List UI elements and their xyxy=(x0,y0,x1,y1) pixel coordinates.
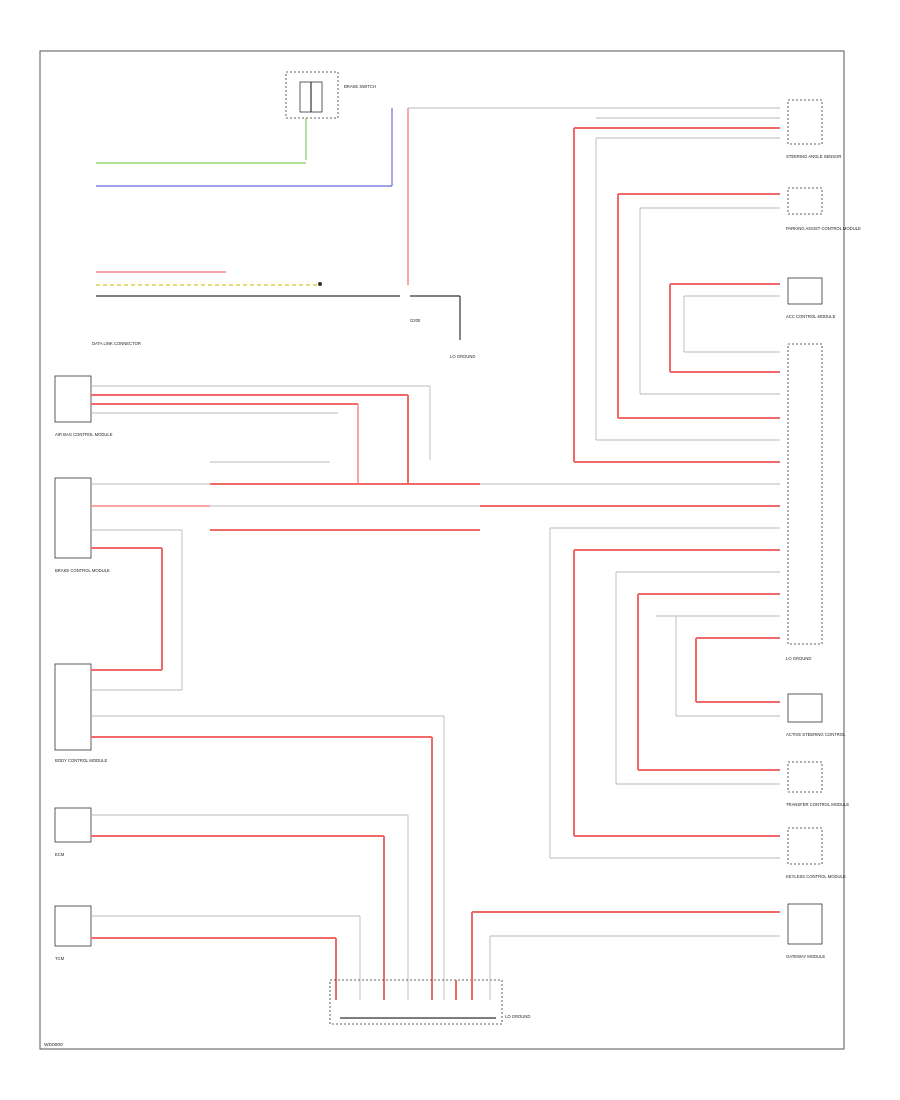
right-component-6-label: KEYLESS CONTROL MODULE xyxy=(786,874,846,879)
right-component-5 xyxy=(787,761,823,793)
right-component-4-label: ACTIVE STEERING CONTROL xyxy=(786,732,846,737)
left-component-3 xyxy=(54,663,92,751)
footer-code: WD0000 xyxy=(44,1042,63,1048)
right-component-7-label: GATEWAY MODULE xyxy=(786,954,825,959)
right-component-1 xyxy=(787,99,823,145)
right-component-3b-label: LO GROUND xyxy=(786,656,811,661)
top-switch-label: BRAKE SWITCH xyxy=(344,84,376,89)
bottom-splice-block: LO GROUND xyxy=(329,912,530,1025)
right-component-3b xyxy=(787,343,823,645)
right-component-6 xyxy=(787,827,823,865)
right-component-3 xyxy=(787,277,823,305)
left-component-4 xyxy=(54,807,92,843)
left-component-2-label: BRAKE CONTROL MODULE xyxy=(55,568,110,573)
left-component-5 xyxy=(54,905,92,947)
ground-label: LO GROUND xyxy=(450,354,475,359)
left-component-4-label: ECM xyxy=(55,852,65,857)
right-component-2-label: PARKING ASSIST CONTROL MODULE xyxy=(786,226,861,231)
right-wires xyxy=(408,107,780,859)
left-wires xyxy=(91,385,480,1000)
data-link-connector-label: DATA LINK CONNECTOR xyxy=(92,341,141,346)
left-component-5-label: TCM xyxy=(55,956,65,961)
left-component-2 xyxy=(54,477,92,559)
data-link-pins: G200 LO GROUND xyxy=(96,108,475,359)
ground-connector-label: G200 xyxy=(410,318,421,323)
right-component-4 xyxy=(787,693,823,723)
right-component-1-label: STEERING ANGLE SENSOR xyxy=(786,154,841,159)
left-component-3-label: BODY CONTROL MODULE xyxy=(55,758,108,763)
right-component-7 xyxy=(787,903,823,945)
right-component-3-label: ACC CONTROL MODULE xyxy=(786,314,836,319)
diagram-frame xyxy=(39,50,845,1050)
bottom-block-label: LO GROUND xyxy=(505,1014,530,1019)
right-component-2 xyxy=(787,187,823,215)
top-switch-component: BRAKE SWITCH xyxy=(285,71,376,160)
left-component-1 xyxy=(54,375,92,423)
right-component-5-label: TRANSFER CONTROL MODULE xyxy=(786,802,849,807)
left-component-1-label: AIR BAG CONTROL MODULE xyxy=(55,432,113,437)
